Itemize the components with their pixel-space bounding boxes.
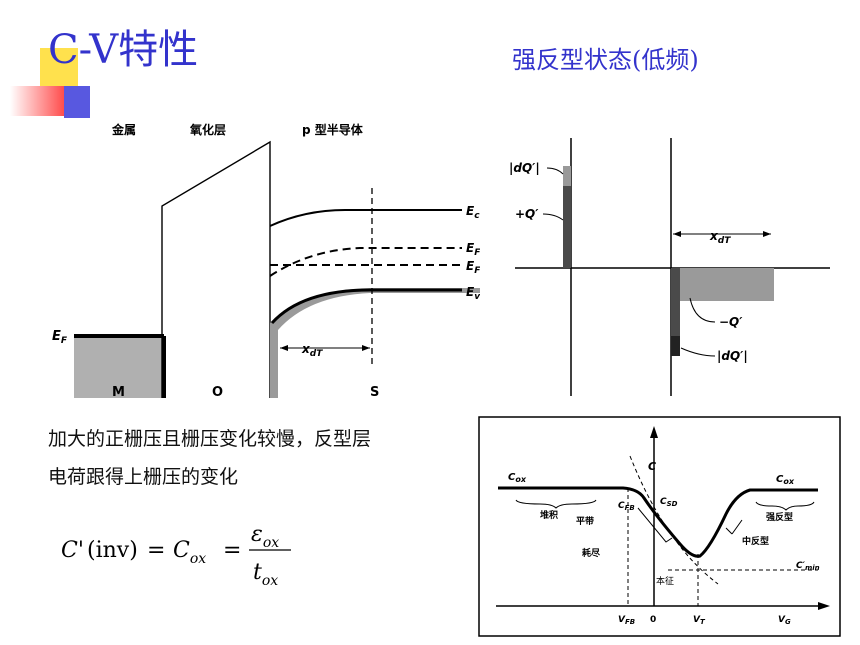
strong-inversion-brace <box>755 501 815 511</box>
inversion-charge <box>671 268 680 356</box>
oxide-band <box>161 140 271 398</box>
depletion-charge <box>680 268 774 301</box>
dq-bottom-label: |dQ′| <box>717 349 748 363</box>
formula-den: tox <box>253 560 278 589</box>
depletion-label: 耗尽 <box>582 547 601 559</box>
ef-left-label: EF <box>52 329 68 346</box>
cv-curve-diagram: C Cox Cox 堆积 强反型 中反型 平带 耗尽 本征 CFB CSD C′… <box>478 416 841 637</box>
dq-bottom-bar <box>671 336 680 356</box>
body-text-line-1: 加大的正栅压且栅压变化较慢，反型层 <box>48 428 372 450</box>
conduction-band-edge <box>269 209 462 227</box>
ec-label: Ec <box>466 204 480 221</box>
mid-inversion-bracket <box>725 519 743 535</box>
intrinsic-label: 本征 <box>656 575 674 587</box>
flatband-label: 平带 <box>576 515 594 527</box>
cv-frame <box>478 416 841 637</box>
body-text-line-2: 电荷跟得上栅压的变化 <box>48 466 239 488</box>
dq-top-label: |dQ′| <box>509 161 540 175</box>
formula-num: εox <box>251 522 279 551</box>
accumulation-label: 堆积 <box>540 509 558 521</box>
formula-cox: Cox <box>173 538 206 567</box>
label-m: M <box>112 385 125 400</box>
vfb-label: VFB <box>618 615 635 626</box>
formula-arg: (inv) <box>87 538 138 563</box>
depletion-bracket <box>637 507 673 543</box>
formula-eq2: = <box>223 538 241 563</box>
lf-cv-curve <box>498 486 818 558</box>
label-s: S <box>370 385 379 400</box>
region-label-oxide: 氧化层 <box>189 122 226 137</box>
metal-fill <box>74 338 164 398</box>
c-axis-label: C <box>648 460 656 473</box>
intrinsic-level <box>269 247 462 277</box>
cfb-label: CFB <box>618 501 635 512</box>
region-label-semiconductor: p 型半导体 <box>302 122 364 137</box>
minus-q-label: −Q′ <box>719 315 743 329</box>
region-label-metal: 金属 <box>111 122 136 137</box>
csd-label: CSD <box>660 497 678 508</box>
xdt-label: xdT <box>301 342 323 359</box>
mid-inversion-label: 中反型 <box>742 535 769 547</box>
efi-label: EFi <box>466 241 480 258</box>
charge-xdt-label: xdT <box>709 229 731 246</box>
valence-band-edge <box>270 288 462 325</box>
page-subtitle: 强反型状态(低频) <box>512 46 699 74</box>
ef-label: EF <box>466 259 480 276</box>
deco-blue-square <box>64 86 90 118</box>
page-title: C-V特性 <box>48 27 199 73</box>
deco-red-bar <box>10 86 64 116</box>
strong-inversion-label: 强反型 <box>766 511 793 523</box>
plus-q-bar <box>563 166 571 268</box>
label-o: O <box>212 385 223 400</box>
ev-label: Ev <box>466 285 480 302</box>
formula: C' (inv) = Cox = εox tox <box>61 522 291 589</box>
dq-top-bar <box>563 166 571 186</box>
formula-eq1: = <box>147 538 165 563</box>
cox-left-label: Cox <box>508 472 527 484</box>
cox-right-label: Cox <box>776 474 795 486</box>
zero-label: 0 <box>650 615 656 625</box>
csd-tangent-line <box>629 455 719 585</box>
vt-label: VT <box>693 615 706 626</box>
plus-q-label: +Q′ <box>515 207 539 221</box>
accumulation-brace <box>515 499 597 509</box>
band-diagram: 金属 氧化层 p 型半导体 EF xdT Ec EFi EF Ev M O S <box>52 122 480 400</box>
formula-lhs: C' <box>61 538 84 563</box>
deco-yellow-square <box>40 48 78 86</box>
cmin-label: C′min <box>796 561 820 572</box>
vg-label: VG <box>778 615 791 626</box>
charge-diagram: xdT |dQ′| +Q′ −Q′ |dQ′| <box>509 138 830 396</box>
